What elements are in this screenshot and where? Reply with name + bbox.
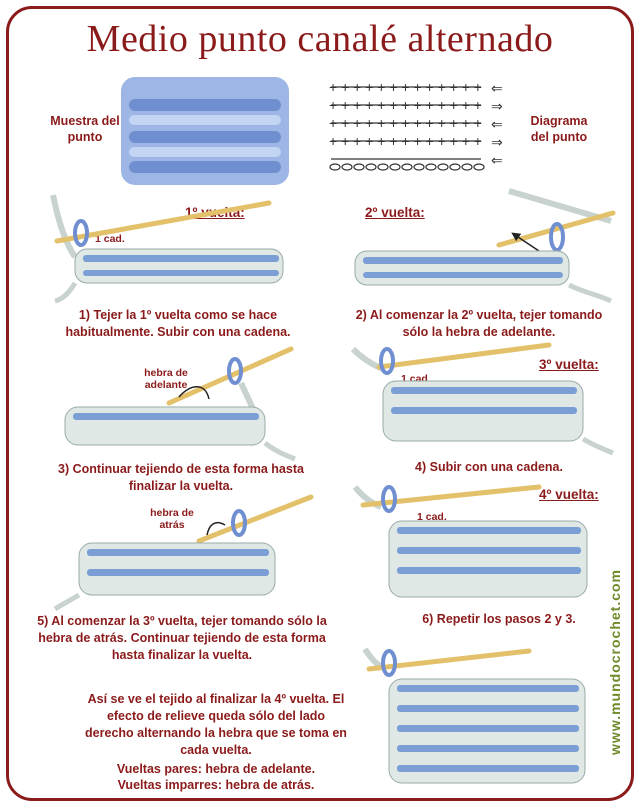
step4-caption: 4) Subir con una cadena.: [415, 460, 563, 474]
svg-text:+ + + + + + + + + + + + +: + + + + + + + + + + + + +: [329, 133, 482, 149]
step1-caption: 1) Tejer la 1º vuelta como se hace habit…: [65, 308, 291, 339]
svg-text:+ + + + + + + + + + + + +: + + + + + + + + + + + + +: [329, 115, 482, 131]
final-pares: Vueltas pares: hebra de adelante.: [116, 762, 316, 776]
step3-illustration: [64, 346, 296, 462]
step6-illustration: [352, 484, 588, 598]
diagrama-label: Diagrama del punto: [530, 114, 588, 144]
step5-caption: 5) Al comenzar la 3º vuelta, tejer toman…: [37, 614, 327, 662]
svg-text:⇐: ⇐: [491, 116, 503, 132]
stitch-diagram: + + + + + + + + + + + + + + + + + + + + …: [329, 79, 503, 171]
step3-caption: 3) Continuar tejiendo de esta forma hast…: [58, 462, 304, 493]
final-impares: Vueltas imparres: hebra de atrás.: [117, 778, 315, 792]
sample-swatch-image: [121, 77, 289, 185]
step1-illustration: [50, 194, 284, 304]
chain-label-1: 1 cad.: [95, 233, 125, 245]
final-illustration: [362, 647, 586, 784]
step2-caption: 2) Al comenzar la 2º vuelta, tejer toman…: [355, 308, 603, 339]
row4-heading: 4º vuelta:: [539, 487, 599, 502]
svg-text:⇒: ⇒: [491, 134, 503, 150]
page-frame: Medio punto canalé alternado Muestra del…: [6, 6, 634, 801]
label-hebra-adelante: hebra de adelante: [144, 367, 188, 391]
row2-heading: 2º vuelta:: [365, 205, 425, 220]
label-hebra-atras: hebra de atrás: [150, 507, 194, 531]
chain-label-3: 1 cad.: [417, 511, 447, 523]
step2-illustration: [354, 188, 616, 304]
svg-text:+ + + + + + + + + + + + +: + + + + + + + + + + + + +: [329, 79, 482, 95]
svg-text:⇒: ⇒: [491, 98, 503, 114]
step6-caption: 6) Repetir los pasos 2 y 3.: [422, 612, 576, 626]
row3-heading: 3º vuelta:: [539, 357, 599, 372]
page-title: Medio punto canalé alternado: [86, 18, 554, 60]
step5-illustration: [53, 494, 314, 612]
svg-text:⇐: ⇐: [491, 152, 503, 168]
svg-text:⇐: ⇐: [491, 80, 503, 96]
step4-illustration: [350, 342, 614, 456]
final-caption: Así se ve el tejido al finalizar la 4º v…: [85, 692, 347, 757]
svg-text:+ + + + + + + + + + + + +: + + + + + + + + + + + + +: [329, 97, 482, 113]
site-watermark[interactable]: www.mundocrochet.com: [607, 569, 623, 755]
muestra-label: Muestra del punto: [50, 114, 120, 144]
